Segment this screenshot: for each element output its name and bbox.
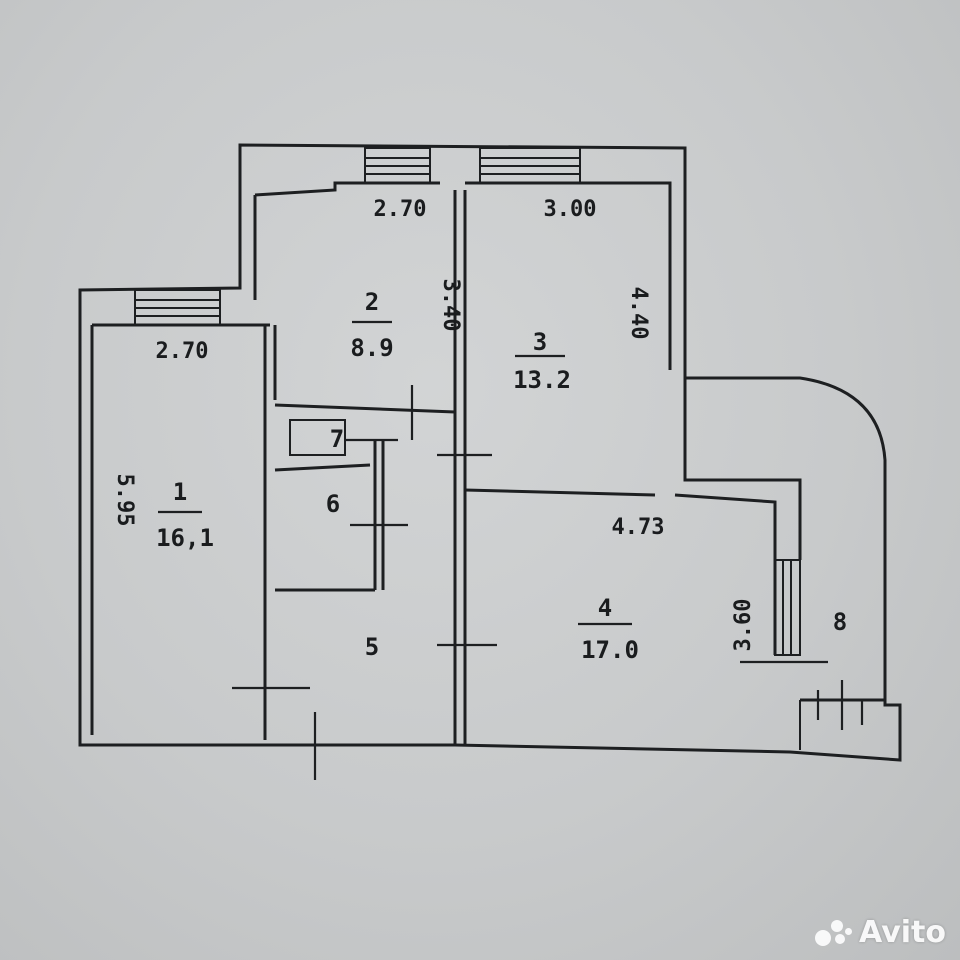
room-7-number: 7: [330, 425, 344, 453]
room-2-area: 8.9: [350, 334, 393, 362]
room-1-number: 1: [173, 478, 187, 506]
room-3-length: 4.40: [626, 287, 651, 340]
avito-wordmark: Avito: [859, 915, 946, 950]
room-2-number: 2: [365, 288, 379, 316]
room-8-number: 8: [833, 608, 847, 636]
room-3-area: 13.2: [513, 366, 571, 394]
outer-walls: [78, 143, 902, 762]
window-left-room: [134, 289, 221, 326]
room-4-length: 3.60: [731, 599, 756, 652]
avito-logo-icon: [813, 918, 853, 948]
room-6-number: 6: [326, 490, 340, 518]
room-1-width: 2.70: [156, 339, 209, 364]
window-top-right: [479, 147, 581, 184]
windows: [134, 147, 801, 656]
room-2-length: 3.40: [438, 279, 463, 332]
window-balcony: [774, 559, 801, 656]
room-4-width: 4.73: [612, 515, 665, 540]
avito-watermark: Avito: [813, 915, 946, 950]
room-3-number: 3: [533, 328, 547, 356]
room-4-area: 17.0: [581, 636, 639, 664]
room-1-area: 16,1: [156, 524, 214, 552]
room-3-width: 3.00: [544, 197, 597, 222]
door-marks: [232, 385, 864, 780]
room-4-number: 4: [598, 594, 612, 622]
room-2-width: 2.70: [374, 197, 427, 222]
room-1-length: 5.95: [112, 474, 137, 527]
interior-walls: [263, 190, 885, 750]
window-top-left: [364, 147, 431, 184]
room-5-number: 5: [365, 633, 379, 661]
